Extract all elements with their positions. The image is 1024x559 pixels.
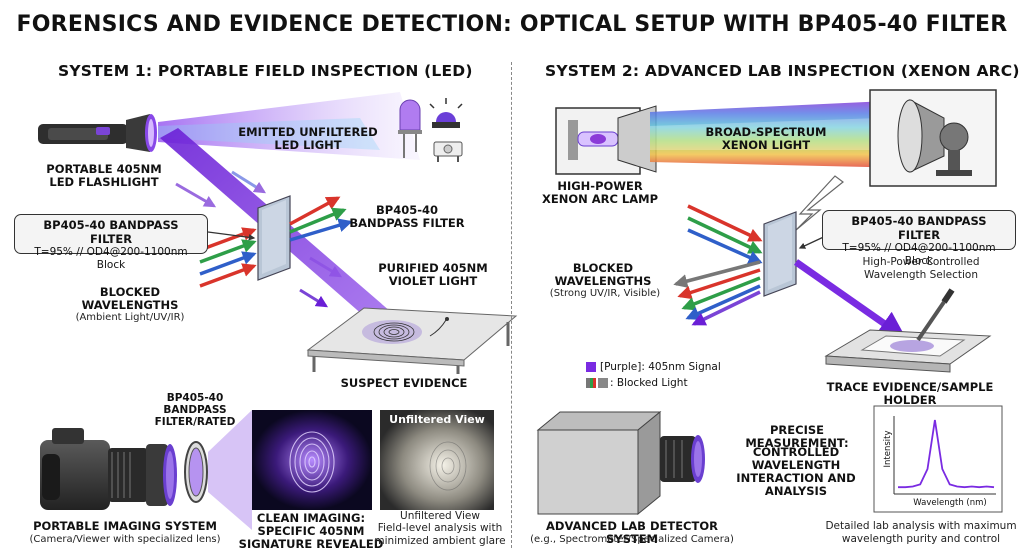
purified-light-label: PURIFIED 405nm VIOLET LIGHT bbox=[378, 261, 488, 288]
legend-item-gray: : Blocked Light bbox=[610, 376, 688, 390]
led-beam-cone bbox=[158, 92, 420, 160]
broad-spectrum-label: BROAD-SPECTRUM XENON LIGHT bbox=[705, 125, 827, 152]
lab-detector-label: ADVANCED LAB DETECTOR SYSTEM bbox=[546, 519, 718, 546]
unfiltered-view-caption: Unfiltered View bbox=[400, 510, 480, 522]
broad-spectrum-beam bbox=[650, 100, 910, 168]
filter-box-1-spec: T=95% // OD4@200-1100nm Block bbox=[34, 246, 188, 271]
bandpass-filter-glass-1 bbox=[257, 195, 291, 281]
detail-analysis-sub: Detailed lab analysis with maximum wavel… bbox=[825, 520, 1017, 545]
controlled-analysis-label: CONTROLLED WAVELENGTH INTERACTION AND AN… bbox=[736, 445, 856, 498]
page-title: FORENSICS AND EVIDENCE DETECTION: OPTICA… bbox=[16, 12, 1008, 37]
fingerprint-image bbox=[252, 410, 372, 510]
xenon-lamp-label: HIGH-POWER XENON ARC LAMP bbox=[541, 179, 659, 206]
unfiltered-view-tag: Unfiltered View bbox=[389, 413, 485, 426]
portable-imaging-label: PORTABLE IMAGING SYSTEM bbox=[33, 519, 217, 533]
emitted-light-label: EMITTED UNFILTERED LED LIGHT bbox=[238, 125, 378, 152]
spotlight-icon bbox=[869, 89, 997, 187]
filter-box-2-spec: T=95% // OD4@200-1100nm Block bbox=[842, 242, 996, 267]
spectrum-ylabel: Intensity bbox=[883, 430, 893, 468]
legend-label-gray: : Blocked Light bbox=[610, 377, 688, 389]
lens-filter-label: BP405-40 BANDPASS FILTER/RATED bbox=[154, 392, 236, 428]
unfiltered-image bbox=[380, 410, 494, 510]
lab-detector-sub: (e.g., Spectrometer/Specialized Camera) bbox=[530, 534, 734, 545]
input-arrow-system2 bbox=[795, 175, 844, 231]
blocked-arrows-system2 bbox=[673, 260, 761, 326]
portable-imaging-sub: (Camera/Viewer with specialized lens) bbox=[29, 534, 221, 545]
incoming-arrows-system2 bbox=[687, 204, 763, 264]
blocked-wavelengths-sub-2: (Strong UV/IR, Visible) bbox=[549, 288, 661, 299]
legend-swatch-violet bbox=[586, 362, 596, 372]
section-divider bbox=[511, 62, 512, 548]
spectrum-chart-frame bbox=[873, 405, 1003, 513]
bandpass-filter-label-1: BP405-40 BANDPASS FILTER bbox=[349, 203, 465, 230]
portable-camera-icon bbox=[40, 428, 177, 510]
blocked-arrows-in bbox=[199, 227, 257, 288]
sample-holder-label: TRACE EVIDENCE/SAMPLE HOLDER bbox=[826, 380, 994, 407]
bandpass-filter-glass-2 bbox=[763, 211, 797, 297]
suspect-evidence-label: SUSPECT EVIDENCE bbox=[340, 376, 468, 390]
system2-title: SYSTEM 2: ADVANCED LAB INSPECTION (XENON… bbox=[545, 62, 1020, 80]
lens-filter-ring-icon bbox=[184, 441, 208, 503]
imaging-cone bbox=[208, 410, 252, 530]
evidence-table bbox=[306, 307, 518, 374]
clean-imaging-label: CLEAN IMAGING: SPECIFIC 405nm SIGNATURE … bbox=[238, 511, 384, 551]
violet-beam-system2 bbox=[793, 259, 907, 340]
precise-measurement-label: PRECISE MEASUREMENT: bbox=[745, 423, 849, 450]
flashlight-icon bbox=[38, 114, 157, 152]
blocked-wavelengths-sub-1: (Ambient Light/UV/IR) bbox=[75, 312, 185, 323]
controlled-selection-sub: High-Power Controlled Wavelength Selecti… bbox=[862, 256, 980, 281]
blocked-wavelengths-label-1: BLOCKED WAVELENGTHS bbox=[81, 285, 179, 312]
legend-item-violet: [Purple]: 405nm Signal bbox=[600, 360, 721, 374]
blocked-wavelengths-label-2: BLOCKED WAVELENGTHS bbox=[554, 261, 652, 288]
spectrum-xlabel: Wavelength (nm) bbox=[913, 498, 987, 508]
filter-spec-box-1: BP405-40 BANDPASS FILTER T=95% // OD4@20… bbox=[14, 214, 208, 271]
blocked-arrows-up bbox=[289, 196, 353, 242]
smd-led-icon bbox=[433, 141, 463, 162]
flashlight-label: PORTABLE 405nm LED FLASHLIGHT bbox=[46, 162, 162, 189]
led-diode-icon bbox=[398, 99, 422, 158]
filter-pointer-1 bbox=[207, 231, 256, 241]
legend-label-violet: [Purple]: 405nm Signal bbox=[600, 361, 721, 373]
lab-detector-icon bbox=[536, 410, 705, 516]
filter-spec-box-2: BP405-40 BANDPASS FILTER T=95% // OD4@20… bbox=[822, 210, 1016, 267]
spectrum-line bbox=[898, 419, 995, 489]
indicator-light-icon bbox=[429, 98, 463, 128]
legend-swatch-gray bbox=[586, 378, 608, 388]
system1-title: SYSTEM 1: PORTABLE FIELD INSPECTION (LED… bbox=[58, 62, 473, 80]
filter-box-2-title: BP405-40 BANDPASS FILTER bbox=[851, 214, 987, 242]
xenon-lamp-icon bbox=[555, 105, 657, 175]
sample-holder bbox=[824, 288, 992, 373]
filter-box-1-title: BP405-40 BANDPASS FILTER bbox=[43, 218, 179, 246]
unfiltered-view-sub: Field-level analysis with minimized ambi… bbox=[374, 522, 506, 547]
